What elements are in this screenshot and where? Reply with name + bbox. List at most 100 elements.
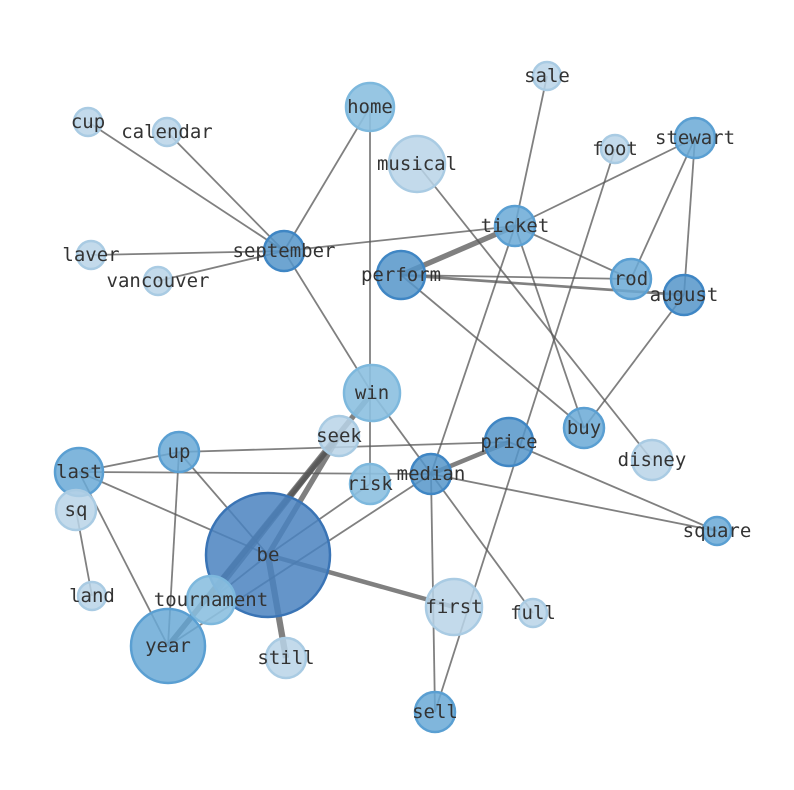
node-home[interactable]: home [344, 81, 396, 133]
node-land[interactable]: land [69, 580, 115, 612]
node-last[interactable]: last [53, 446, 105, 498]
node-label: sell [412, 701, 458, 723]
node-musical[interactable]: musical [377, 134, 457, 194]
node-label: foot [592, 138, 638, 160]
node-label: full [510, 602, 556, 624]
node-calendar[interactable]: calendar [121, 116, 213, 148]
node-label: stewart [655, 127, 735, 149]
node-sell[interactable]: sell [412, 690, 458, 734]
node-label: sq [65, 499, 88, 521]
node-circle [54, 488, 98, 532]
node-label: calendar [121, 121, 213, 143]
node-median[interactable]: median [397, 452, 466, 496]
node-first[interactable]: first [424, 577, 484, 637]
node-label: august [650, 284, 719, 306]
edge-ticket-median [430, 225, 516, 475]
node-win[interactable]: win [342, 363, 402, 423]
node-cup[interactable]: cup [71, 106, 105, 138]
edge-home-september [283, 106, 371, 252]
node-september[interactable]: september [233, 229, 336, 273]
node-circle [264, 636, 308, 680]
node-label: risk [347, 473, 393, 495]
node-circle [493, 204, 537, 248]
edge-perform-buy [400, 274, 585, 429]
node-price[interactable]: price [480, 416, 538, 468]
nodes-layer: sale cup calendar home musical foot stewart tic… [53, 60, 752, 734]
node-circle [348, 462, 392, 506]
node-circle [413, 690, 457, 734]
node-august[interactable]: august [650, 273, 719, 317]
node-label: disney [618, 449, 687, 471]
edge-win-full [371, 392, 534, 614]
edges-layer [75, 75, 718, 713]
node-circle [185, 574, 237, 626]
node-label: year [145, 635, 191, 657]
node-circle [72, 106, 104, 138]
edge-price-square [508, 441, 718, 532]
node-foot[interactable]: foot [592, 133, 638, 165]
edge-september-ticket [283, 225, 516, 252]
edge-calendar-september [166, 131, 285, 252]
node-seek[interactable]: seek [316, 414, 362, 458]
node-buy[interactable]: buy [562, 406, 606, 450]
edge-laver-september [90, 250, 285, 256]
node-up[interactable]: up [157, 430, 201, 474]
node-label: laver [62, 244, 119, 266]
node-circle [344, 81, 396, 133]
node-circle [517, 597, 549, 629]
node-circle [129, 607, 207, 685]
node-circle [599, 133, 631, 165]
node-label: perform [361, 264, 441, 286]
node-circle [262, 229, 306, 273]
node-circle [673, 116, 717, 160]
edge-vancouver-september [157, 250, 285, 282]
node-circle [157, 430, 201, 474]
node-label: still [257, 647, 314, 669]
node-label: first [425, 596, 482, 618]
node-label: square [683, 520, 752, 542]
node-circle [701, 515, 733, 547]
edge-august-buy [583, 294, 685, 429]
edge-cup-september [87, 121, 285, 252]
node-circle [562, 406, 606, 450]
node-circle [76, 580, 108, 612]
node-circle [142, 265, 174, 297]
node-ticket[interactable]: ticket [481, 204, 550, 248]
edge-perform-rod [400, 274, 632, 280]
node-label: musical [377, 153, 457, 175]
node-circle [317, 414, 361, 458]
node-label: be [257, 544, 280, 566]
node-sq[interactable]: sq [54, 488, 98, 532]
edge-sale-ticket [514, 75, 548, 227]
node-sale[interactable]: sale [524, 60, 570, 92]
edge-median-square [430, 473, 718, 532]
node-circle [342, 363, 402, 423]
node-circle [609, 257, 653, 301]
node-laver[interactable]: laver [62, 239, 120, 271]
node-disney[interactable]: disney [618, 438, 687, 482]
node-perform[interactable]: perform [361, 249, 441, 301]
node-circle [75, 239, 107, 271]
node-label: rod [614, 268, 648, 290]
node-full[interactable]: full [510, 597, 556, 629]
node-stewart[interactable]: stewart [655, 116, 735, 160]
node-be[interactable]: be [204, 491, 332, 619]
node-vancouver[interactable]: vancouver [107, 265, 210, 297]
node-rod[interactable]: rod [609, 257, 653, 301]
node-circle [387, 134, 447, 194]
node-risk[interactable]: risk [347, 462, 393, 506]
node-label: sale [524, 65, 570, 87]
node-square[interactable]: square [683, 515, 752, 547]
node-label: seek [316, 425, 362, 447]
node-label: home [347, 96, 393, 118]
node-still[interactable]: still [257, 636, 315, 680]
node-label: vancouver [107, 270, 210, 292]
edge-ticket-rod [514, 225, 632, 280]
node-tournament[interactable]: tournament [154, 574, 268, 626]
node-year[interactable]: year [129, 607, 207, 685]
node-circle [204, 491, 332, 619]
node-circle [375, 249, 427, 301]
node-label: tournament [154, 589, 268, 611]
edge-stewart-rod [630, 137, 696, 280]
